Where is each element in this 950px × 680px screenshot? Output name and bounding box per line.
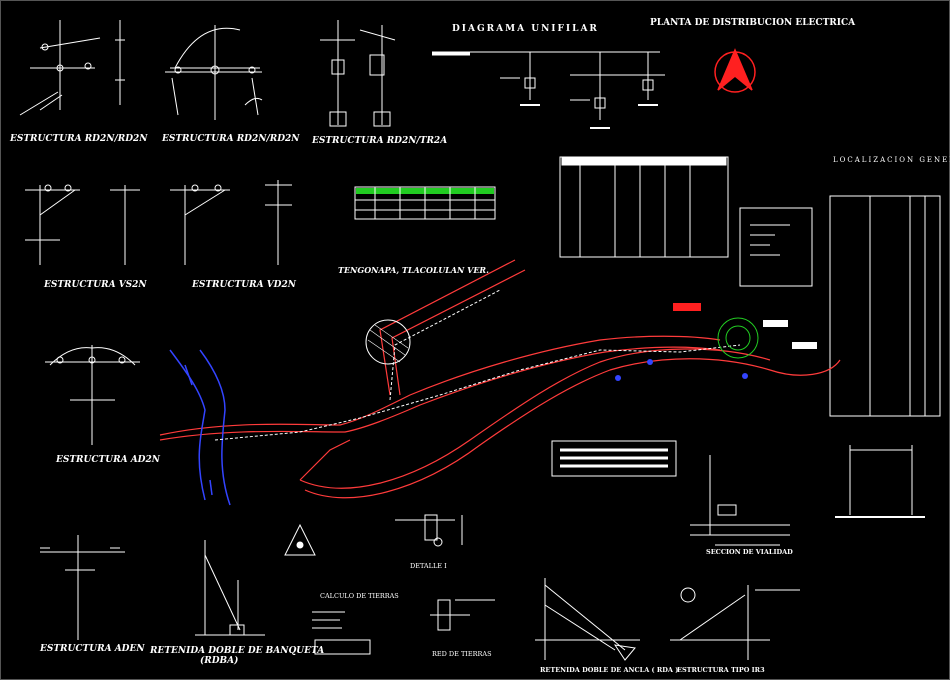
warning-triangle: [284, 523, 316, 556]
title-lugar: TENGONAPA, TLACOLULAN VER.: [338, 265, 489, 275]
label-rdba-code: (RDBA): [200, 656, 239, 666]
label-ad2n: ESTRUCTURA AD2N: [56, 455, 160, 465]
structure-vs2n: [25, 184, 140, 265]
circle-zone: [365, 319, 411, 365]
substation: [717, 317, 759, 359]
guy-sidewalk: [195, 540, 265, 636]
materials-table-large: [559, 156, 729, 258]
title-calculo: CALCULO DE TIERRAS: [320, 592, 399, 600]
notes-block: [551, 440, 677, 477]
label-aden: ESTRUCTURA ADEN: [40, 644, 145, 654]
road-lines: [159, 259, 841, 499]
materials-table-small: [354, 186, 496, 220]
structure-ir3: [670, 585, 800, 660]
structure-vd2n: [170, 180, 292, 265]
title-seccion: SECCION DE VIALIDAD: [706, 548, 793, 556]
primary-line: [214, 289, 741, 441]
structure-rd2n-1: [19, 20, 125, 116]
label-rd2n-tr2a: ESTRUCTURA RD2N/TR2A: [312, 136, 448, 146]
label-ir3: ESTRUCTURA TIPO IR3: [677, 666, 765, 674]
north-arrow: [714, 48, 756, 93]
river: [169, 349, 231, 506]
title-planta: PLANTA DE DISTRIBUCION ELECTRICA: [650, 18, 856, 28]
structure-rd2n-tr2a: [320, 20, 396, 127]
structure-aden: [40, 535, 125, 640]
label-rd2n-2: ESTRUCTURA RD2N/RD2N: [162, 134, 300, 144]
label-rda: RETENIDA DOBLE DE ANCLA ( RDA ): [540, 666, 679, 674]
title-red: RED DE TIERRAS: [432, 650, 492, 658]
ground-network: [430, 599, 495, 631]
guy-anchor: [535, 578, 640, 661]
label-rdba: RETENIDA DOBLE DE BANQUETA: [150, 646, 325, 656]
title-unifilar: DIAGRAMA UNIFILAR: [452, 24, 599, 34]
red-tag: [673, 303, 701, 311]
label-vd2n: ESTRUCTURA VD2N: [192, 280, 296, 290]
location-table: [829, 195, 941, 417]
structure-ad2n: [45, 345, 140, 445]
single-line-diagram: [432, 51, 665, 129]
legend-box: [739, 207, 813, 287]
road-section: [690, 455, 790, 546]
title-localizacion: LOCALIZACION GENERAL: [833, 156, 950, 164]
label-vs2n: ESTRUCTURA VS2N: [44, 280, 147, 290]
structure-detail-right: [835, 445, 925, 518]
title-detalle: DETALLE I: [410, 562, 447, 570]
detail-one: [395, 514, 463, 547]
label-rd2n-1: ESTRUCTURA RD2N/RD2N: [10, 134, 148, 144]
grounding-calc: [312, 611, 371, 655]
structure-rd2n-2: [165, 25, 263, 120]
